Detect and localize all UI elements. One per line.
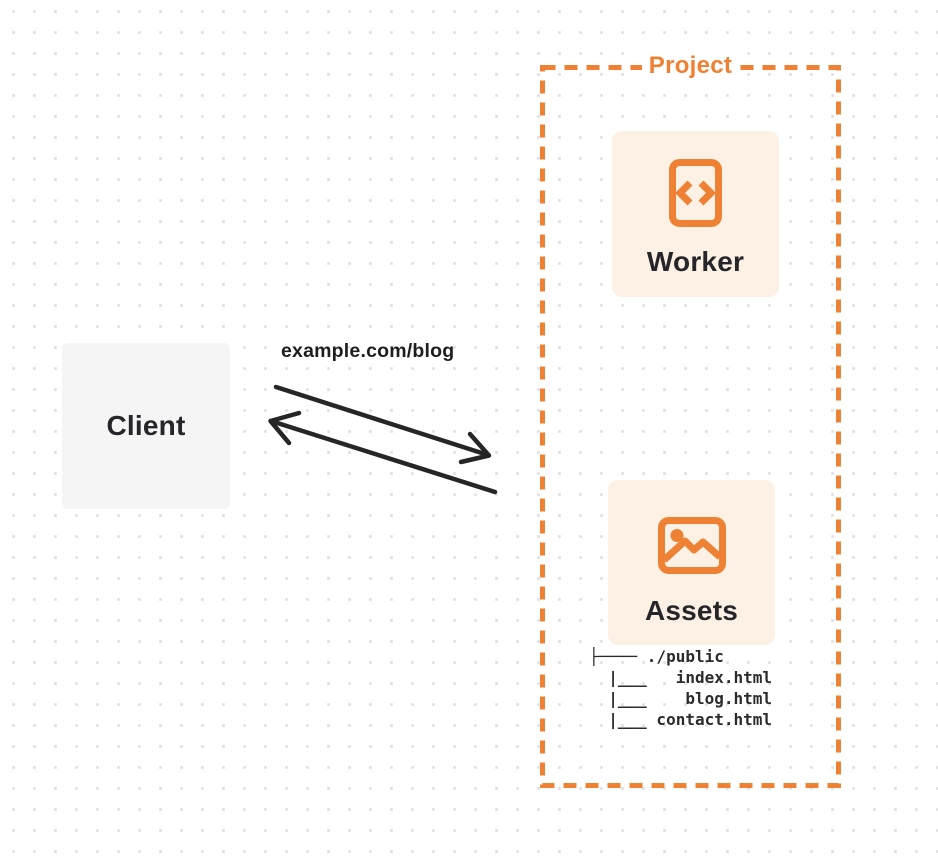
project-boundary: Project xyxy=(540,51,841,80)
request-arrow-line xyxy=(273,384,491,458)
code-document-icon xyxy=(669,159,722,227)
request-arrowhead-icon xyxy=(458,431,492,465)
response-arrow-line xyxy=(268,418,498,495)
response-arrowhead-icon xyxy=(268,410,302,446)
worker-node: Worker xyxy=(612,131,779,297)
assets-file-tree: ├──── ./public |___ index.html |___ blog… xyxy=(589,647,773,729)
project-label: Project xyxy=(641,51,740,80)
worker-label: Worker xyxy=(646,246,745,277)
image-icon xyxy=(657,517,726,574)
assets-label: Assets xyxy=(644,595,739,626)
request-url-label: example.com/blog xyxy=(281,340,455,362)
client-label: Client xyxy=(106,410,186,441)
assets-node: Assets xyxy=(608,480,775,645)
client-node: Client xyxy=(62,343,230,509)
